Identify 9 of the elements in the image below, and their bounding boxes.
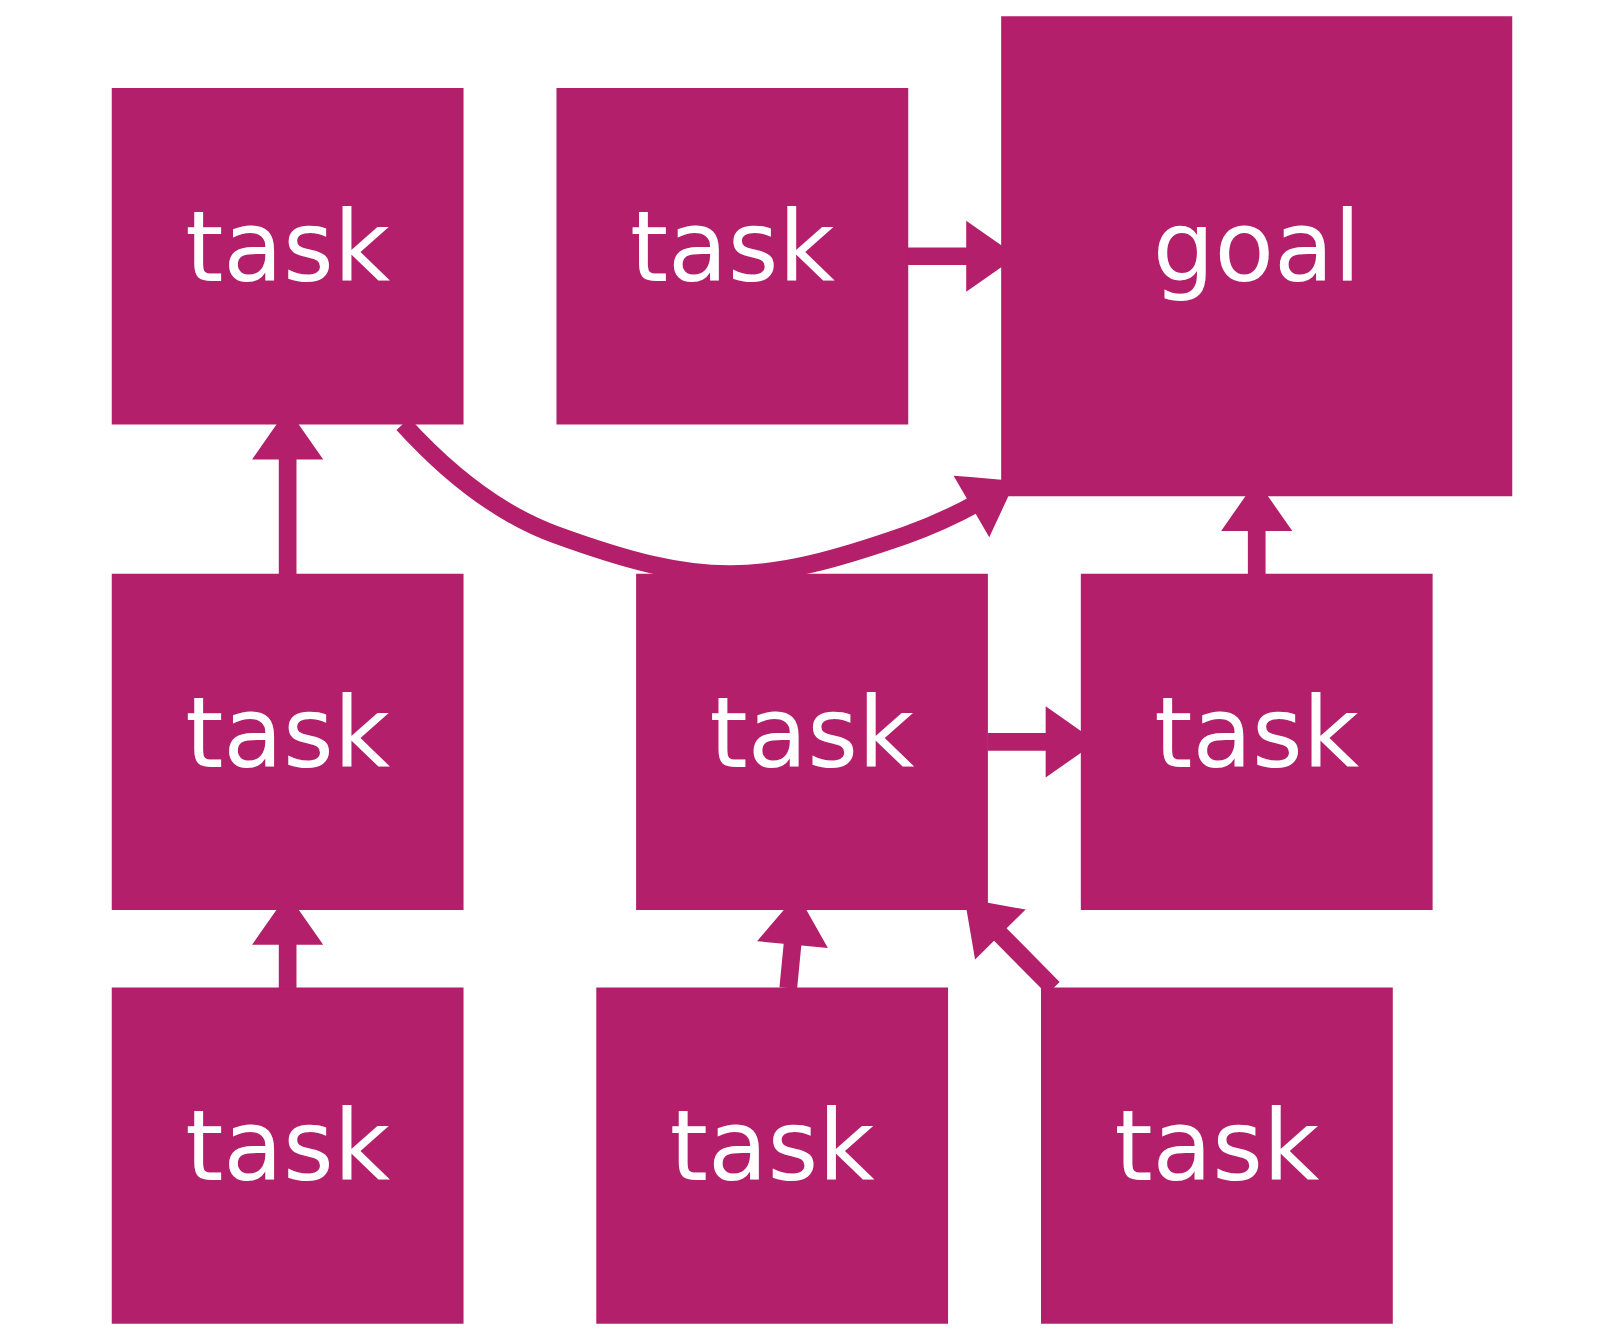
node-box: task — [111, 987, 464, 1324]
node-box: task — [595, 987, 948, 1324]
node-box: task — [1040, 987, 1393, 1324]
node-box: task — [1080, 573, 1433, 911]
node-box: task — [555, 88, 908, 425]
node-box: task — [111, 88, 464, 425]
node-box: task — [111, 573, 464, 911]
node-box: goal — [1000, 16, 1512, 497]
node-box: task — [635, 573, 988, 911]
